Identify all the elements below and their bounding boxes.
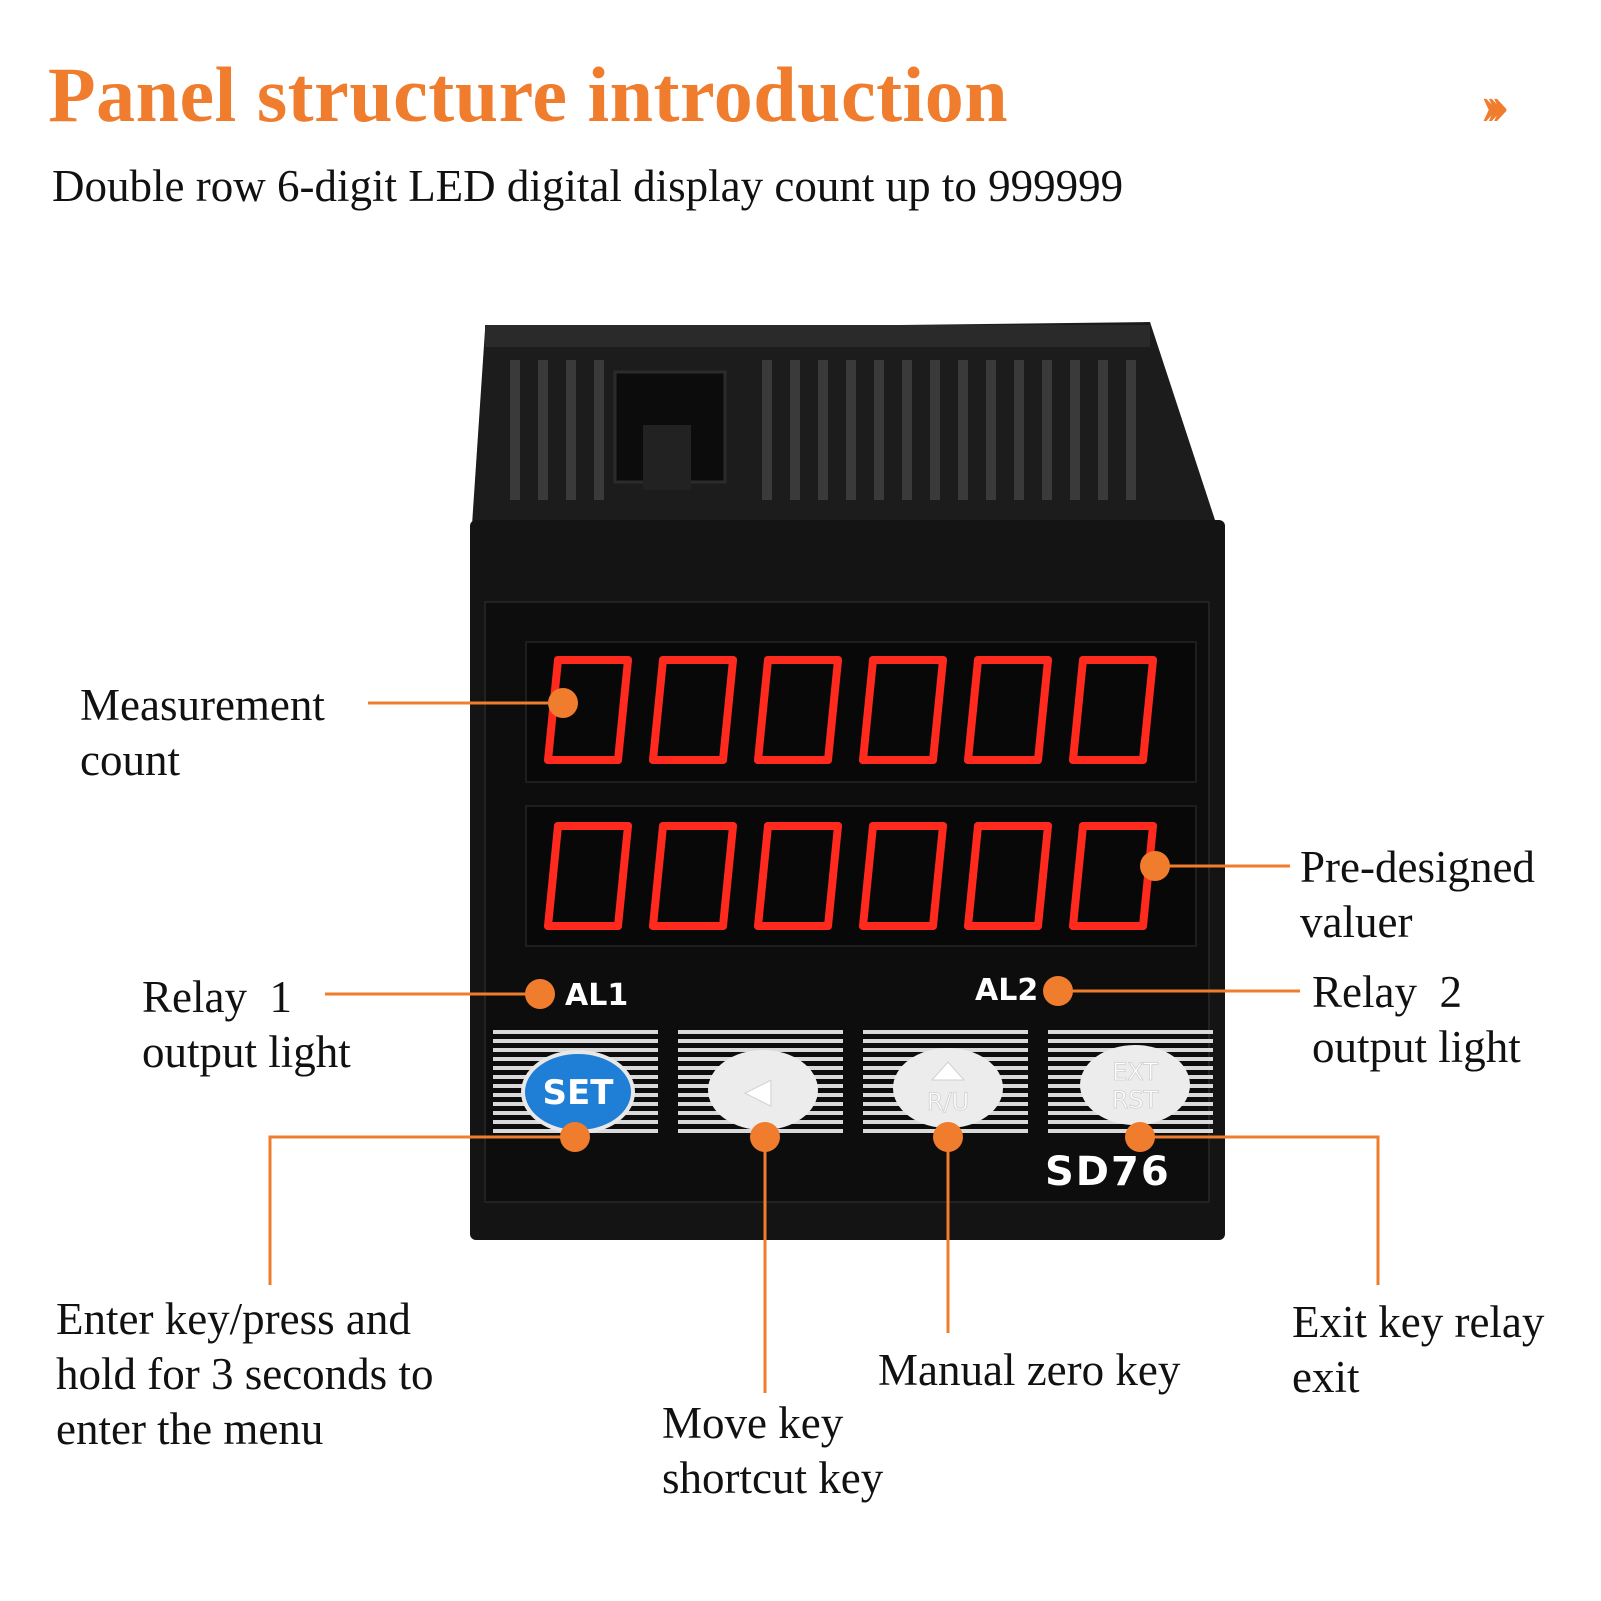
- exit-key-label-top: EXT: [1112, 1058, 1158, 1086]
- callout-line-1: Manual zero key: [878, 1345, 1181, 1395]
- callout-line-1: Enter key/press and: [56, 1294, 411, 1344]
- callout-line-2: hold for 3 seconds to: [56, 1349, 434, 1399]
- callout-line-1: Relay 1: [142, 972, 292, 1022]
- callout-line-1: Relay 2: [1312, 967, 1462, 1017]
- callout-exit-key: Exit key relay exit: [1292, 1295, 1544, 1405]
- callout-pre-designed: Pre-designed valuer: [1300, 840, 1535, 950]
- arrow-left-icon: ◀: [745, 1071, 772, 1111]
- led-digit: [754, 656, 842, 764]
- set-key[interactable]: SET: [521, 1050, 635, 1134]
- led-digit: [964, 656, 1052, 764]
- callout-line-2: exit: [1292, 1352, 1360, 1402]
- al1-label: AL1: [565, 978, 628, 1013]
- callout-dots: [525, 688, 1170, 1152]
- led-digit: [859, 822, 947, 930]
- callout-line-2: output light: [1312, 1022, 1521, 1072]
- callout-line-2: shortcut key: [662, 1453, 884, 1503]
- callout-lines: [268, 701, 1380, 1393]
- callout-line-1: Move key: [662, 1398, 844, 1448]
- vent-grille: [510, 360, 1136, 500]
- measurement-count-display: [544, 656, 1157, 764]
- al2-label: AL2: [975, 973, 1038, 1008]
- arrow-up-icon: [930, 1061, 966, 1081]
- callout-line-1: Pre-designed: [1300, 842, 1535, 892]
- callout-line-1: Exit key relay: [1292, 1297, 1545, 1347]
- led-digit: [544, 656, 632, 764]
- exit-key-label-bottom: RST: [1112, 1086, 1159, 1114]
- callout-measurement-count: Measurement count: [80, 678, 325, 788]
- callout-relay1: Relay 1 output light: [142, 970, 351, 1080]
- callout-line-2: output light: [142, 1027, 351, 1077]
- page-subtitle: Double row 6-digit LED digital display c…: [52, 161, 1124, 211]
- callout-manual-zero: Manual zero key: [878, 1343, 1180, 1398]
- device-housing: [472, 322, 1215, 525]
- led-digit: [544, 822, 632, 930]
- page-title: Panel structure introduction: [48, 51, 1009, 138]
- callout-enter-key: Enter key/press and hold for 3 seconds t…: [56, 1292, 433, 1457]
- callout-move-key: Move key shortcut key: [662, 1396, 883, 1506]
- led-digit: [964, 822, 1052, 930]
- led-digit: [649, 656, 737, 764]
- led-digit: [1069, 656, 1157, 764]
- set-key-label: SET: [543, 1073, 615, 1113]
- callout-line-2: valuer: [1300, 897, 1413, 947]
- led-digit: [859, 656, 947, 764]
- model-label: SD76: [1045, 1149, 1171, 1195]
- callout-line-1: Measurement: [80, 680, 325, 730]
- manual-zero-key-label: R/U: [927, 1088, 969, 1116]
- led-digit: [754, 822, 842, 930]
- callout-line-2: count: [80, 735, 180, 785]
- preset-value-display: [544, 822, 1157, 930]
- callout-line-3: enter the menu: [56, 1404, 324, 1454]
- led-digit: [649, 822, 737, 930]
- callout-relay2: Relay 2 output light: [1312, 965, 1521, 1075]
- manual-zero-key[interactable]: R/U: [893, 1048, 1003, 1128]
- move-key[interactable]: ◀: [708, 1050, 818, 1130]
- exit-key[interactable]: EXT RST: [1080, 1045, 1190, 1125]
